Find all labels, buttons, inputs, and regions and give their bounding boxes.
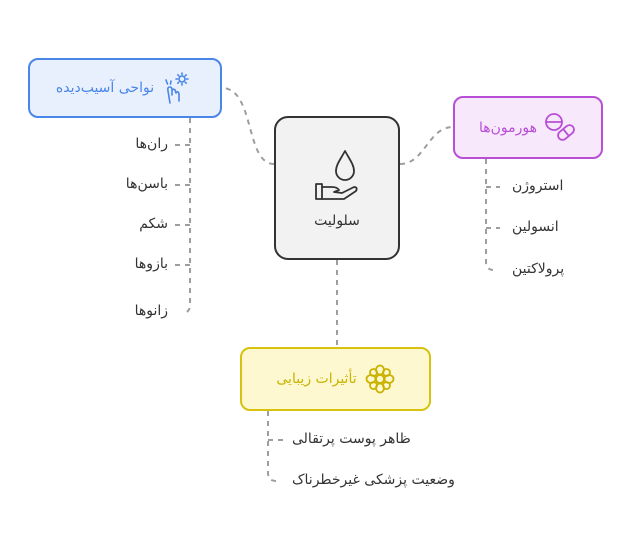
gear-finger-icon: [162, 71, 194, 105]
effects-node[interactable]: تأثیرات زیبایی: [240, 347, 431, 411]
effects-trunk: [267, 411, 277, 482]
areas-item: باسن‌ها: [125, 176, 168, 192]
flower-icon: [365, 364, 395, 394]
hormones-item: انسولین: [512, 219, 559, 235]
hormones-trunk: [485, 159, 495, 271]
hormones-node[interactable]: هورمون‌ها: [453, 96, 603, 159]
link-center-hormones: [399, 126, 454, 165]
hormones-item: پرولاکتین: [512, 261, 565, 277]
areas-item: بازوها: [134, 256, 168, 272]
areas-item: زانوها: [134, 303, 168, 319]
areas-trunk: [181, 118, 191, 314]
areas-label: نواحی آسیب‌دیده: [55, 80, 155, 96]
effects-label: تأثیرات زیبایی: [276, 371, 357, 387]
pills-icon: [543, 111, 577, 145]
areas-item: شکم: [139, 216, 168, 232]
effects-item: ظاهر پوست پرتقالی: [292, 431, 411, 447]
hormones-item: استروژن: [512, 178, 564, 194]
areas-node[interactable]: نواحی آسیب‌دیده: [28, 58, 222, 118]
effects-item: وضعیت پزشکی غیرخطرناک: [292, 472, 455, 488]
link-center-areas: [221, 87, 275, 165]
center-label: سلولیت: [314, 213, 360, 229]
areas-item: ران‌ها: [135, 136, 168, 152]
center-node[interactable]: سلولیت: [274, 116, 400, 260]
hand-droplet-icon: [312, 147, 362, 205]
hormones-label: هورمون‌ها: [478, 119, 538, 136]
